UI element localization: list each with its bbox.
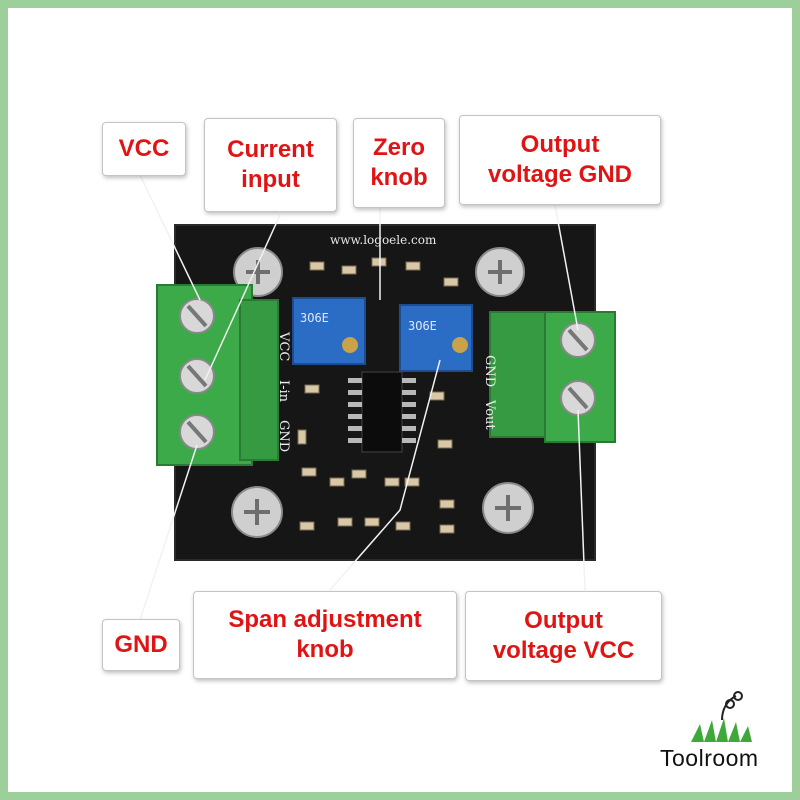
callout-output-voltage-gnd: Output voltage GND (459, 115, 661, 205)
pin-label-out-gnd: GND (482, 355, 497, 387)
callout-span-adjustment-knob: Span adjustment knob (193, 591, 457, 679)
board-website-text: www.logoele.com (330, 233, 437, 247)
pot-right-marking: 3O6E (408, 319, 437, 333)
callout-output-voltage-vcc: Output voltage VCC (465, 591, 662, 681)
screw-top-right (475, 247, 525, 297)
callout-vcc: VCC (102, 122, 186, 176)
screw-bottom-left (231, 486, 283, 538)
callout-leader-lines (139, 174, 586, 621)
terminal-block-left (156, 284, 279, 466)
span-potentiometer (399, 304, 473, 372)
toolroom-brand-text: Toolroom (660, 745, 759, 771)
screw-bottom-right (482, 482, 534, 534)
pot-left-marking: 3O6E (300, 311, 329, 325)
pin-label-gnd: GND (276, 420, 291, 452)
toolroom-logo-icon (691, 691, 752, 742)
callout-current-input: Current input (204, 118, 337, 212)
callout-zero-knob: Zero knob (353, 118, 445, 208)
zero-potentiometer (292, 297, 366, 365)
pin-label-vout: Vout (482, 399, 497, 430)
ic-chip (348, 371, 416, 453)
terminal-block-right (489, 311, 616, 443)
board-pin-labels: VCC I-in GND GND Vout (276, 331, 497, 452)
pin-label-vcc: VCC (276, 331, 291, 361)
smd-components (297, 257, 459, 534)
callout-gnd: GND (102, 619, 180, 671)
pin-label-iin: I-in (276, 380, 291, 403)
